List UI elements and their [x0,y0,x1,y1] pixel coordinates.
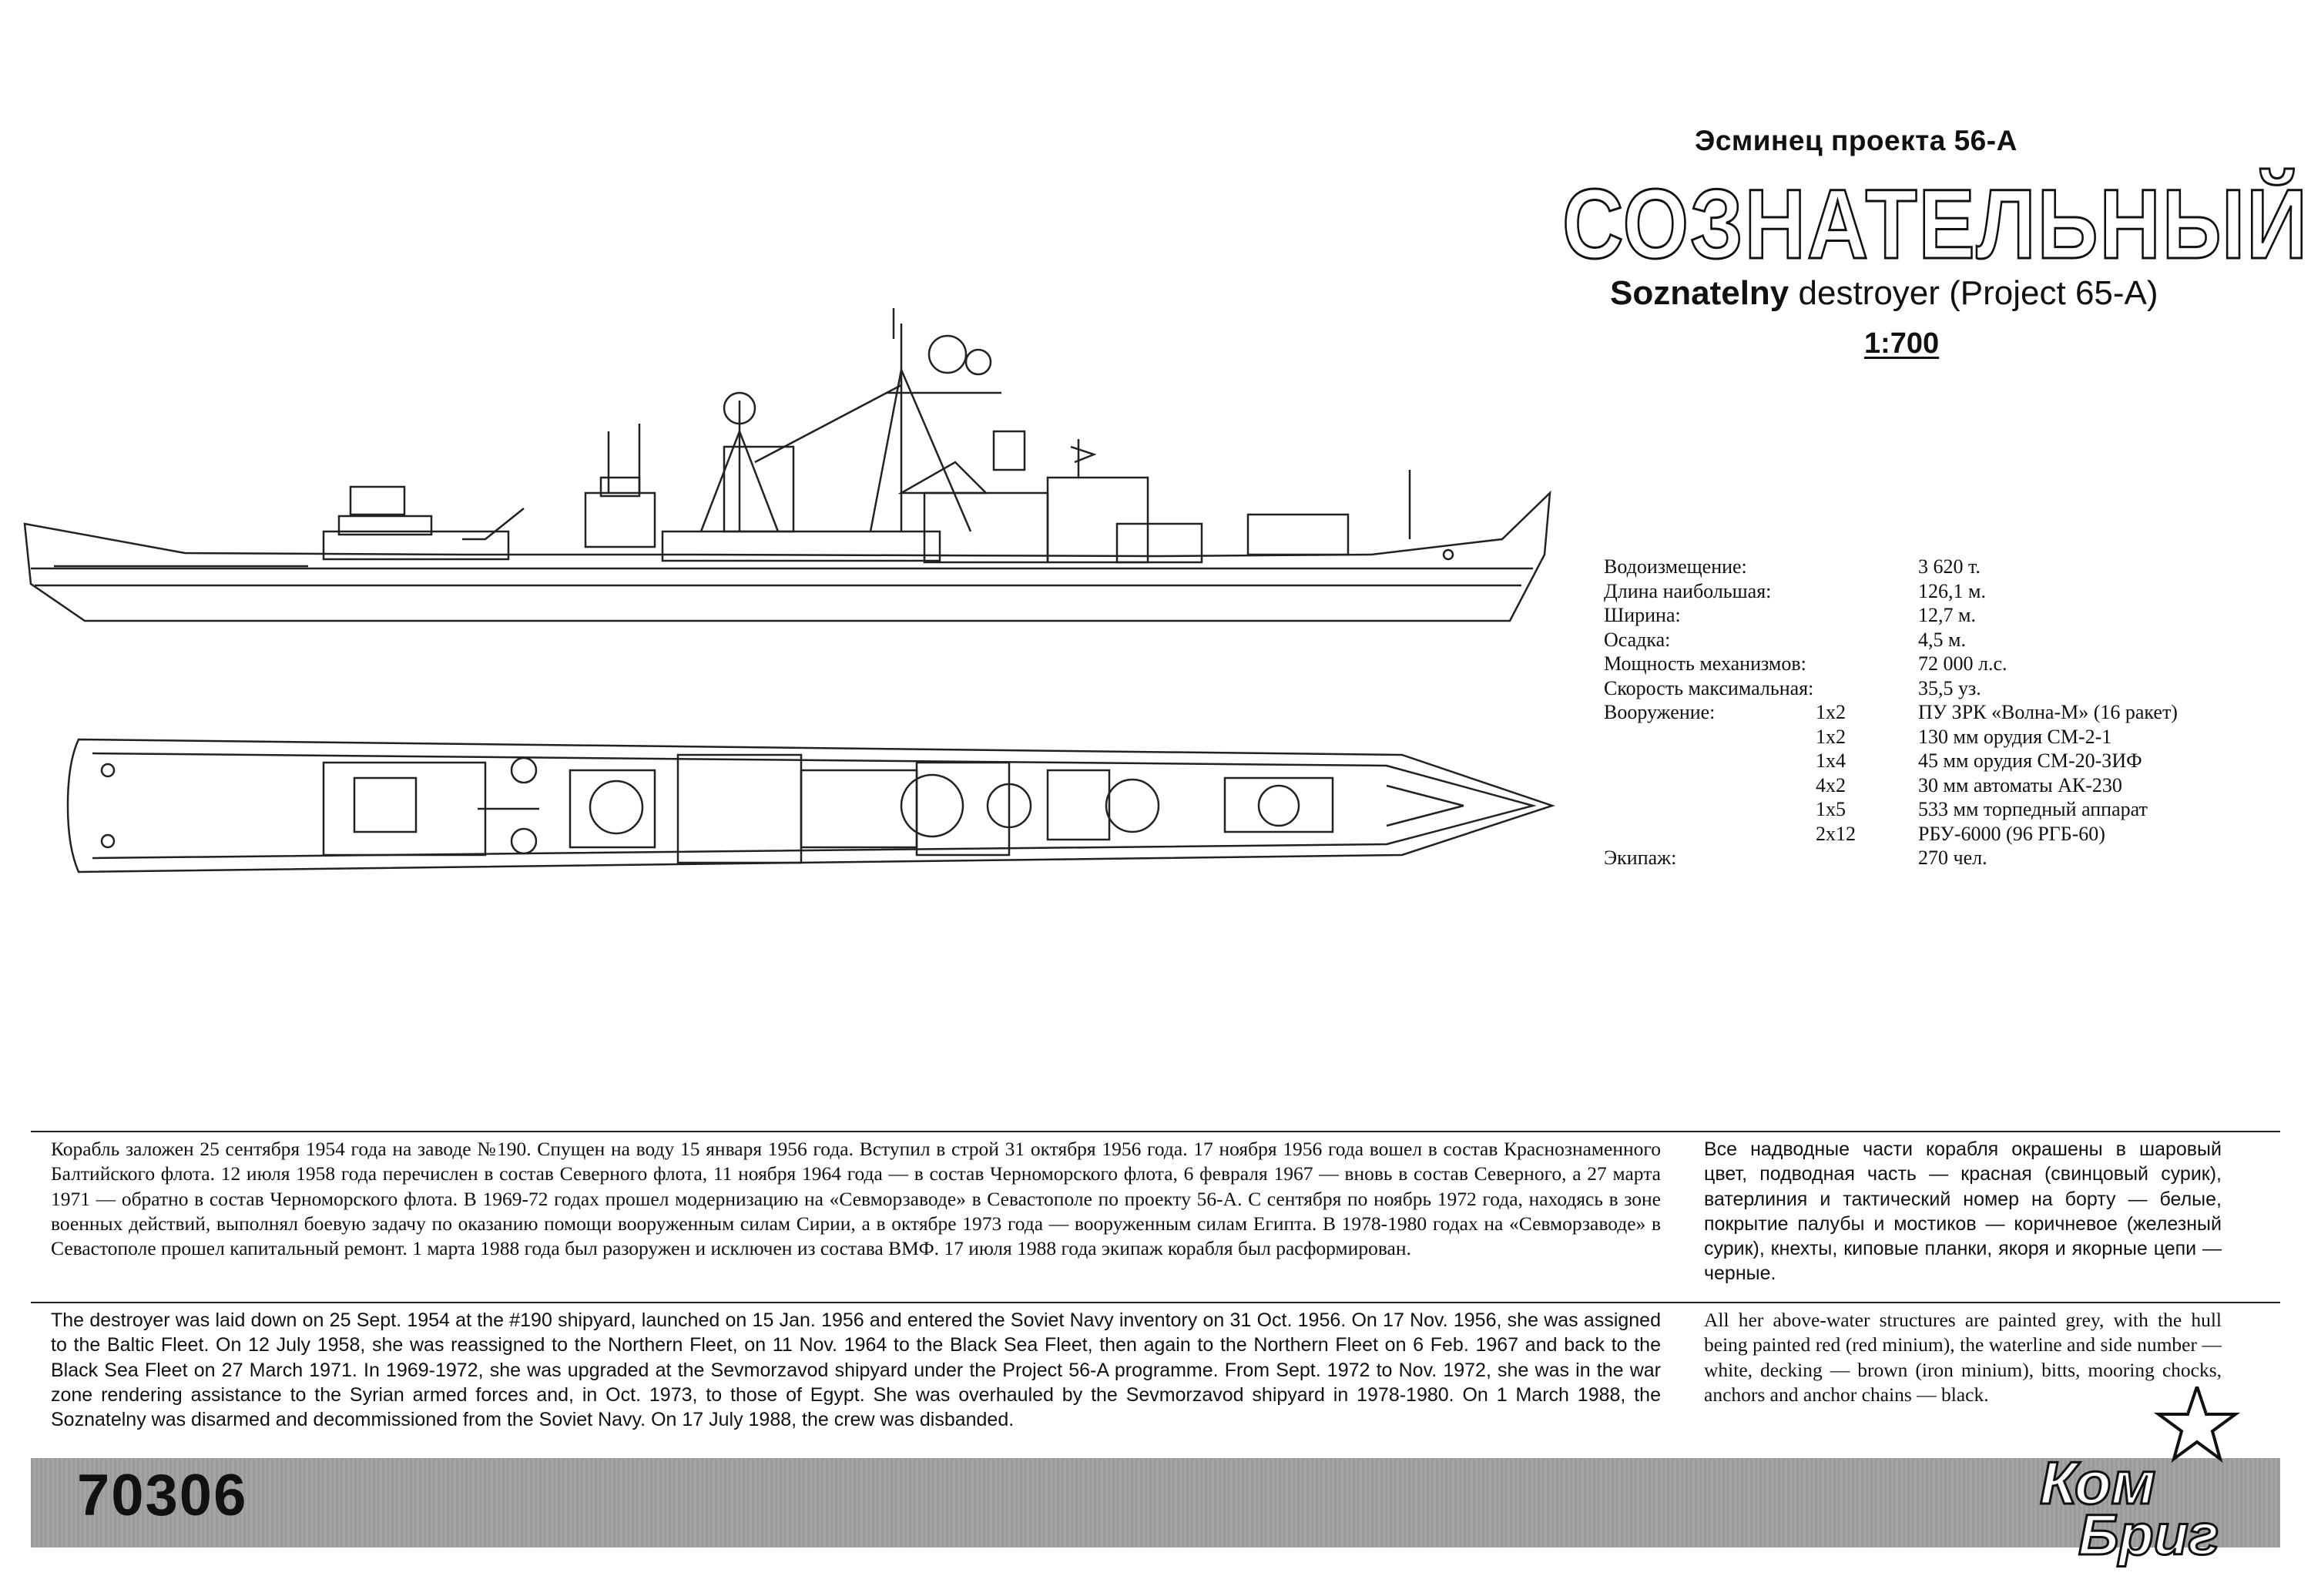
spec-label [1604,749,1816,773]
specs-table: Водоизмещение: 3 620 т. Длина наибольшая:… [1604,555,2243,870]
spec-row: Мощность механизмов: 72 000 л.с. [1604,652,2243,676]
spec-qty: 2х12 [1816,822,1856,845]
spec-value: РБУ-6000 (96 РГБ-60) [1918,822,2105,845]
spec-value: ПУ ЗРК «Волна-М» (16 ракет) [1918,701,2178,723]
spec-qty [1816,628,1918,652]
spec-qty [1816,846,1918,870]
spec-label: Осадка: [1604,628,1671,651]
spec-qty: 1х2 [1816,725,1846,748]
spec-label: Вооружение: [1604,701,1716,723]
ship-name-title: СОЗНАТЕЛЬНЫЙ [1561,169,2309,280]
spec-value: 45 мм орудия СМ-20-ЗИФ [1918,749,2142,772]
spec-row: 4х2 30 мм автоматы АК-230 [1604,773,2243,798]
star-icon [2153,1386,2241,1464]
paint-scheme-en: All her above-water structures are paint… [1704,1309,2222,1406]
spec-qty: 1х2 [1816,701,1846,723]
spec-row: Длина наибольшая: 126,1 м. [1604,579,2243,604]
spec-label: Длина наибольшая: [1604,579,1772,602]
paint-scheme-ru: Все надводные части корабля окрашены в ш… [1704,1138,2222,1285]
spec-qty [1816,579,1918,604]
spec-value: 12,7 м. [1918,604,1976,626]
spec-value: 3 620 т. [1918,555,1981,578]
spec-label: Экипаж: [1604,847,1677,869]
spec-label: Ширина: [1604,604,1681,626]
spec-qty [1816,652,1918,676]
spec-row: Вооружение: 1х2 ПУ ЗРК «Волна-М» (16 ракет… [1604,700,2243,725]
spec-label: Водоизмещение: [1604,555,1747,578]
spec-label: Мощность механизмов: [1604,652,1806,675]
spec-row: Скорость максимальная: 35,5 уз. [1604,676,2243,701]
spec-qty [1816,676,1918,701]
title-en-bold: Soznatelny [1610,274,1789,312]
logo-line-1: Ком [2038,1448,2156,1518]
scale-label: 1:700 [1864,327,1940,360]
spec-value: 270 чел. [1918,847,1987,869]
spec-qty: 1х5 [1816,798,1846,820]
spec-value: 4,5 м. [1918,628,1966,651]
spec-row: 1х4 45 мм орудия СМ-20-ЗИФ [1604,749,2243,773]
spec-value: 72 000 л.с. [1918,652,2007,675]
spec-row: Экипаж: 270 чел. [1604,846,2243,870]
plan-view [66,738,1555,873]
divider-top [31,1131,2280,1132]
spec-label [1604,773,1816,798]
side-profile [23,308,1551,622]
history-ru: Корабль заложен 25 сентября 1954 года на… [51,1138,1661,1260]
kombrig-logo: Ком Бриг [2018,1386,2249,1568]
spec-value: 30 мм автоматы АК-230 [1918,773,2122,796]
spec-row: Ширина: 12,7 м. [1604,603,2243,628]
spec-qty [1816,603,1918,628]
spec-row: Водоизмещение: 3 620 т. [1604,555,2243,579]
subtitle-ru: Эсминец проекта 56-А [1695,125,2018,156]
spec-value: 35,5 уз. [1918,676,1981,699]
spec-value: 130 мм орудия СМ-2-1 [1918,725,2112,748]
spec-qty: 4х2 [1816,773,1846,796]
spec-label [1604,797,1816,822]
spec-qty: 1х4 [1816,749,1846,772]
history-en: The destroyer was laid down on 25 Sept. … [51,1309,1661,1431]
spec-qty [1816,555,1918,579]
spec-label [1604,725,1816,749]
divider-middle [31,1302,2280,1303]
spec-row: Осадка: 4,5 м. [1604,628,2243,652]
title-en-rest: destroyer (Project 65-A) [1789,274,2158,312]
logo-line-2: Бриг [2077,1502,2219,1568]
catalog-number: 70306 [77,1463,248,1528]
title-en: Soznatelny destroyer (Project 65-A) [1610,274,2158,313]
spec-label: Скорость максимальная: [1604,676,1814,699]
spec-label [1604,822,1816,847]
footer-band [31,1458,2280,1547]
spec-row: 2х12 РБУ-6000 (96 РГБ-60) [1604,822,2243,847]
spec-value: 533 мм торпедный аппарат [1918,798,2148,820]
spec-value: 126,1 м. [1918,579,1986,602]
spec-row: 1х2 130 мм орудия СМ-2-1 [1604,725,2243,749]
spec-row: 1х5 533 мм торпедный аппарат [1604,797,2243,822]
